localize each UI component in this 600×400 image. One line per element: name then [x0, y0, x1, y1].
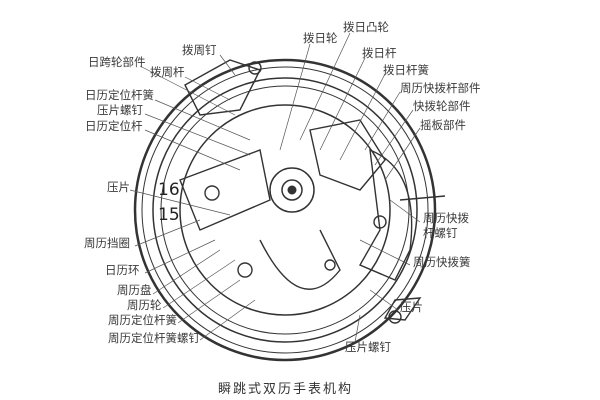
- diagram-caption: 瞬跳式双历手表机构: [218, 382, 354, 397]
- label: 周历快拨簧: [413, 255, 471, 269]
- label: 日历定位杆簧: [85, 88, 154, 102]
- label: 压片: [107, 180, 130, 194]
- label: 日跨轮部件: [88, 55, 146, 69]
- label: 拨日凸轮: [343, 20, 389, 34]
- dial-number: 16: [158, 180, 180, 200]
- dial-number: 15: [158, 205, 180, 225]
- label: 日历定位杆: [85, 119, 143, 133]
- label: 周历快拨杆部件: [400, 81, 481, 95]
- label: 杆螺钉: [423, 226, 458, 240]
- label: 周历挡圈: [84, 236, 130, 250]
- leader-lines: [129, 32, 421, 343]
- label: 摇板部件: [420, 118, 466, 132]
- label: 压片: [400, 300, 423, 314]
- movement-rings: [133, 58, 437, 362]
- label: 快拨轮部件: [413, 99, 471, 113]
- label: 周历快拨: [423, 211, 469, 225]
- label: 压片螺钉: [345, 340, 391, 354]
- label: 日历环: [105, 263, 140, 277]
- center-wheel: [269, 167, 315, 213]
- levers: [179, 59, 446, 321]
- label: 周历定位杆簧: [108, 313, 177, 327]
- label: 拨日轮: [303, 31, 338, 45]
- label: 周历盘: [117, 283, 152, 297]
- label: 压片螺钉: [97, 103, 143, 117]
- label: 拨日杆簧: [383, 63, 429, 77]
- label: 拨周杆: [150, 65, 185, 79]
- label: 拨日杆: [362, 46, 397, 60]
- label: 拨周钉: [182, 43, 217, 57]
- label: 周历定位杆簧螺钉: [108, 331, 200, 345]
- screws: [204, 61, 402, 324]
- label: 周历轮: [127, 298, 162, 312]
